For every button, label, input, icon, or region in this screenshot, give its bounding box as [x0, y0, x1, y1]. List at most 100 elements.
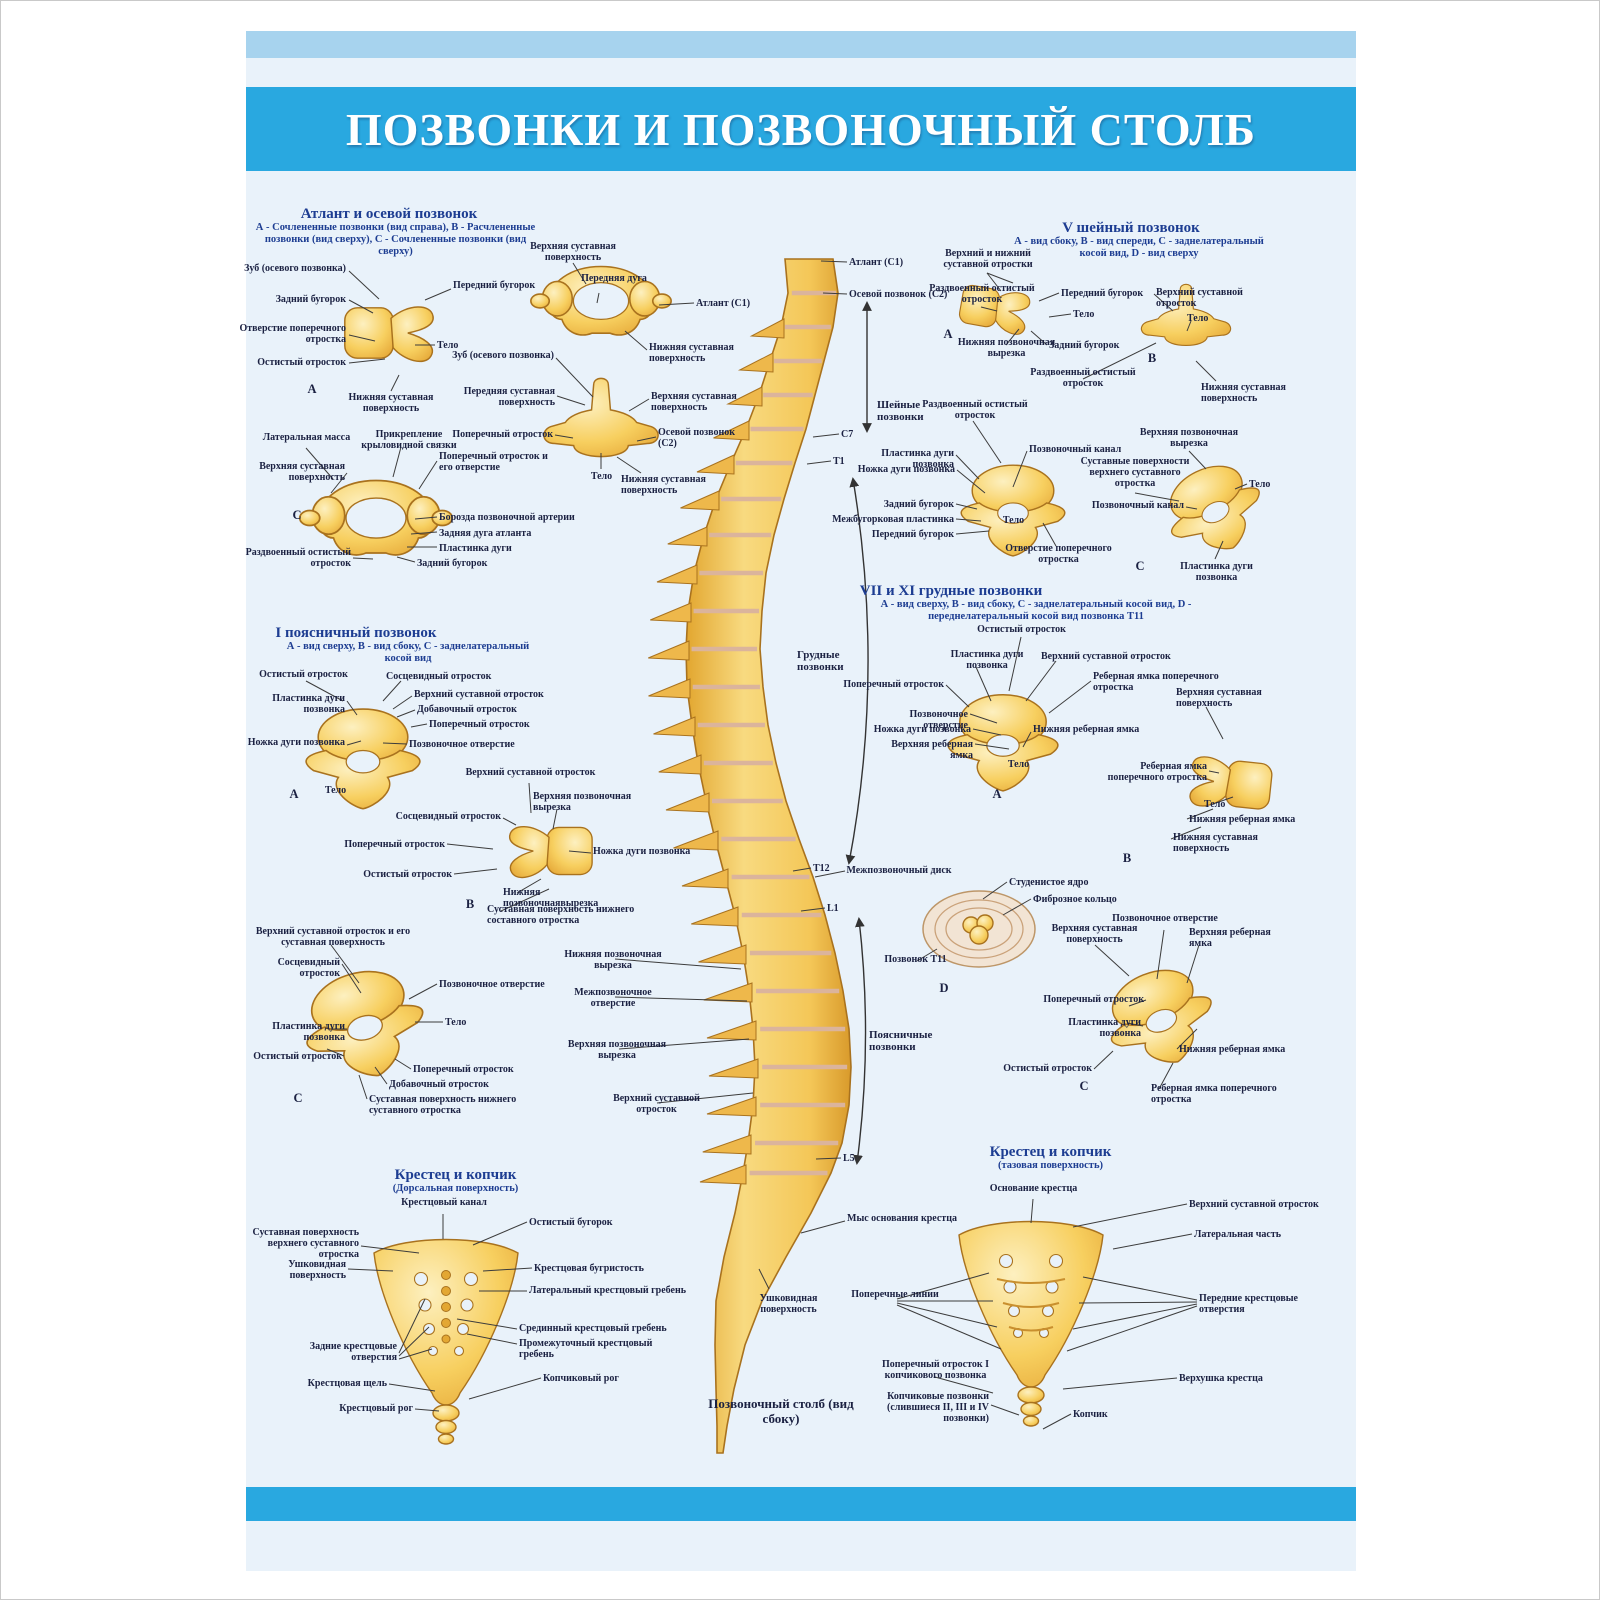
spinous-process — [648, 640, 690, 661]
spinous-process — [726, 386, 763, 407]
leader-line — [1048, 313, 1072, 318]
leader-line — [1082, 342, 1157, 380]
leader-line — [1022, 731, 1032, 748]
illustration-intervertebral-disc — [922, 890, 1036, 968]
leader-line — [955, 503, 978, 510]
leader-line — [1126, 1022, 1144, 1027]
spinous-process — [658, 754, 702, 775]
spinous-process — [737, 352, 774, 373]
leader-line — [916, 948, 938, 962]
leader-line — [305, 447, 334, 480]
leader-line — [390, 374, 400, 392]
leader-line — [1214, 540, 1224, 560]
leader-line — [628, 398, 650, 412]
leader-line — [346, 740, 362, 746]
leader-line — [800, 1220, 846, 1234]
leader-line — [616, 456, 642, 474]
leader-line — [820, 260, 848, 263]
leader-line — [1025, 660, 1057, 702]
leader-line — [980, 306, 998, 312]
leader-line — [1042, 1413, 1072, 1430]
spinous-process — [691, 906, 739, 927]
leader-line — [516, 878, 542, 894]
leader-line — [482, 1267, 533, 1272]
illustration-cervical-front-b — [1140, 283, 1232, 347]
leader-line — [360, 1245, 420, 1254]
illustration-lumbar-oblique-c — [291, 957, 438, 1093]
leader-line — [1185, 506, 1198, 510]
leader-line — [1234, 483, 1248, 490]
leader-line — [453, 868, 498, 875]
leader-line — [1212, 796, 1234, 805]
leader-line — [1170, 826, 1202, 840]
leader-line — [396, 709, 416, 718]
illustration-sacrum-pelvic — [958, 1220, 1104, 1427]
leader-line — [1030, 1198, 1034, 1224]
leader-line — [358, 1074, 368, 1100]
leader-line — [972, 420, 1002, 464]
leader-line — [418, 460, 438, 490]
spinous-process — [708, 1058, 759, 1079]
leader-line — [568, 850, 592, 854]
leader-line — [554, 434, 574, 439]
leader-line — [572, 262, 587, 285]
leader-line — [814, 870, 846, 878]
leader-line — [1134, 492, 1180, 502]
bracket-thoracic — [845, 477, 869, 865]
leader-line — [972, 728, 1002, 736]
spine-column — [685, 258, 852, 1454]
leader-line — [398, 1298, 426, 1354]
leader-line — [955, 518, 982, 522]
leader-line — [388, 1383, 436, 1392]
leader-line — [347, 1268, 394, 1272]
leader-line — [398, 1326, 430, 1357]
spinous-process — [702, 1134, 752, 1155]
leader-line — [424, 288, 452, 301]
leader-line — [466, 1333, 518, 1345]
leader-line — [614, 996, 748, 1002]
leader-line — [1062, 1377, 1178, 1390]
leader-line — [624, 330, 648, 351]
leader-line — [352, 557, 374, 560]
leader-line — [374, 1066, 388, 1085]
spinous-process — [699, 1164, 747, 1185]
leader-line — [410, 531, 438, 535]
illustration-lumbar-top-a — [305, 708, 421, 810]
leader-line — [348, 358, 386, 364]
leader-lines — [305, 260, 1248, 1430]
spinous-process — [656, 564, 698, 585]
leader-line — [806, 460, 832, 465]
leader-line — [1038, 292, 1060, 302]
leader-line — [815, 1157, 842, 1160]
leader-line — [348, 334, 376, 342]
leader-line — [955, 454, 980, 480]
leader-line — [1128, 999, 1147, 1007]
spinous-process — [681, 868, 729, 889]
leader-line — [1158, 1062, 1174, 1090]
leader-line — [1195, 360, 1217, 382]
leader-line — [446, 843, 494, 850]
leader-line — [382, 742, 408, 745]
leader-line — [398, 1348, 433, 1360]
illustration-sacrum-dorsal — [373, 1238, 519, 1445]
leader-line — [1030, 330, 1048, 346]
illustration-thoracic-side-b — [1187, 754, 1274, 814]
leader-line — [1048, 680, 1092, 714]
leader-line — [348, 270, 380, 300]
leader-line — [758, 1268, 770, 1290]
leader-line — [1153, 293, 1174, 312]
illustration-thoracic-oblique-c — [1092, 954, 1229, 1083]
leader-line — [556, 395, 586, 406]
leader-line — [956, 469, 986, 494]
leader-line — [1205, 706, 1224, 740]
leader-line — [975, 666, 992, 702]
leader-line — [392, 695, 413, 710]
illustration-cervical-side-a — [957, 282, 1032, 337]
leader-line — [1112, 1233, 1193, 1250]
leader-line — [414, 1408, 440, 1412]
leader-line — [414, 516, 438, 520]
spinous-process — [680, 490, 720, 511]
illustration-cervical-top-d — [960, 464, 1066, 557]
bracket-lumbar — [853, 917, 867, 1165]
